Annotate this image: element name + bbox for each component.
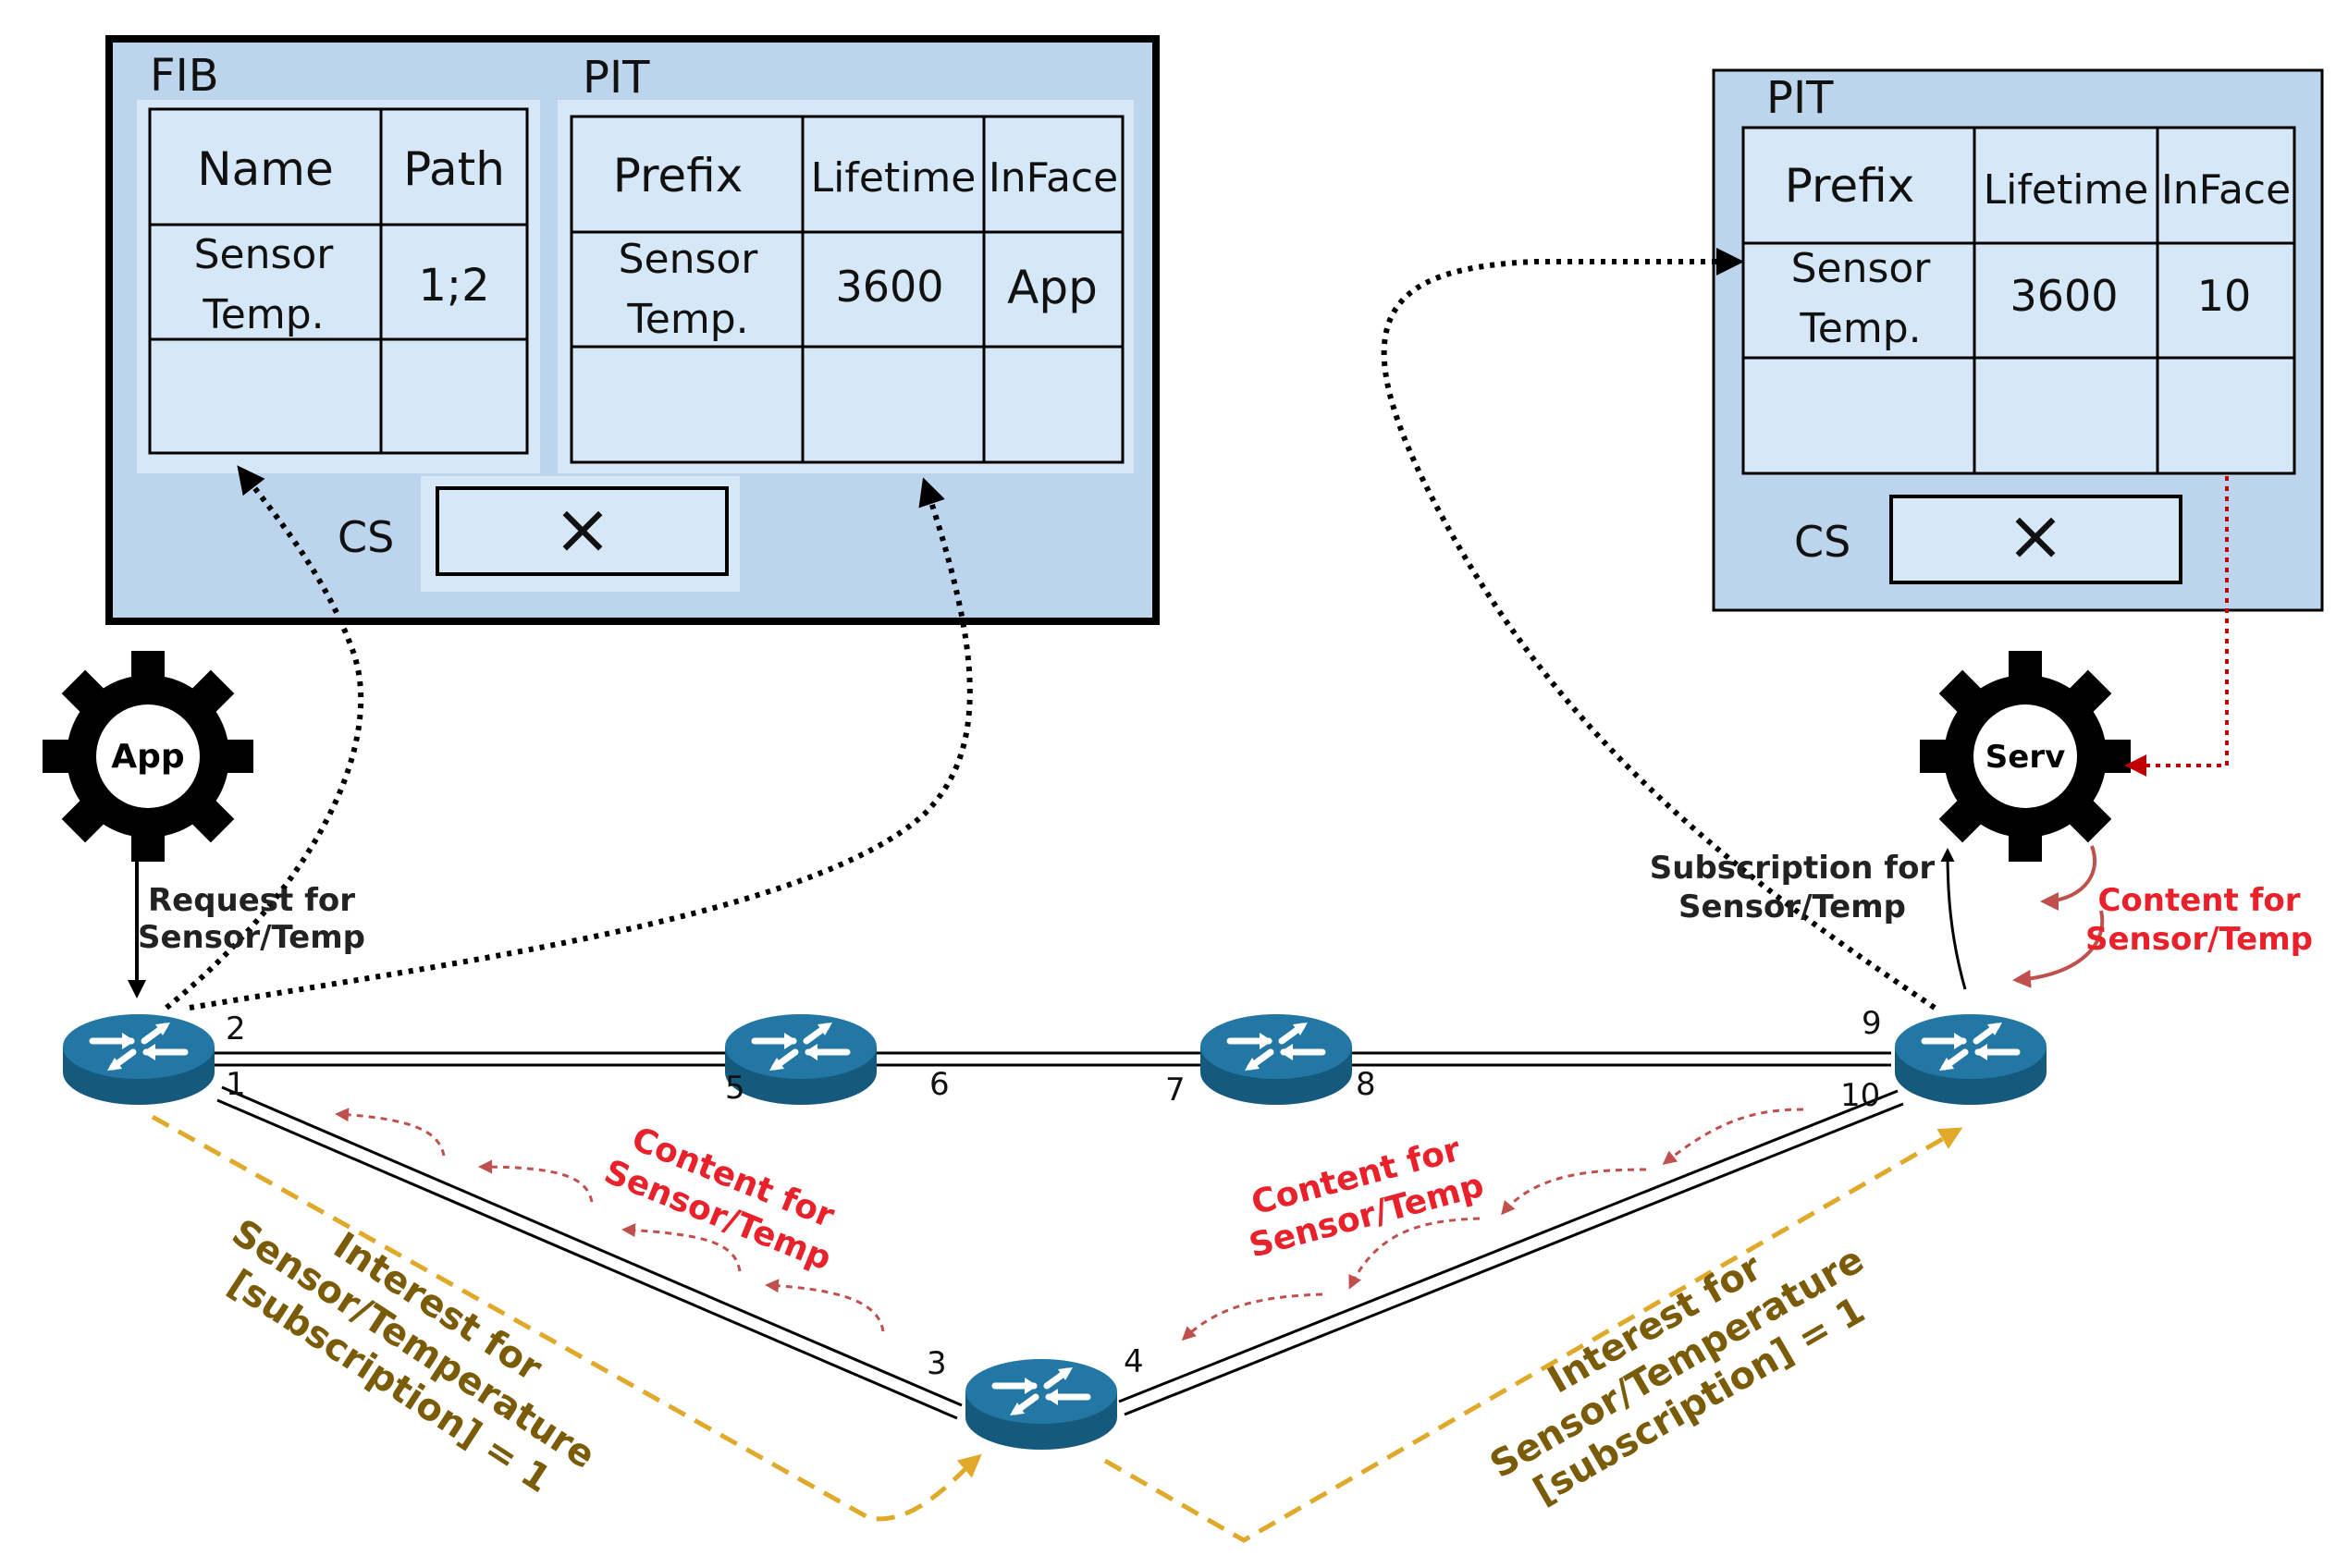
right-pit-cell-prefix-1: Sensor	[1791, 245, 1932, 292]
router-right	[1895, 1014, 2047, 1105]
content-right-arrows	[1181, 1108, 1804, 1341]
content-serv-arrows	[2012, 845, 2105, 988]
fib-cell-path: 1;2	[418, 260, 489, 312]
left-pit-title: PIT	[583, 52, 650, 104]
pit-to-serv-arrow	[2124, 476, 2229, 777]
serv-gear-icon: Serv	[1920, 651, 2131, 862]
fib-header-path: Path	[403, 142, 505, 196]
left-cs: CS ×	[338, 476, 740, 592]
right-pit-cell-inface: 10	[2197, 271, 2252, 321]
left-pit-cell-prefix-2: Temp.	[626, 296, 748, 343]
router-bottom	[965, 1359, 1117, 1450]
left-pit-header-prefix: Prefix	[613, 149, 744, 202]
fib-header-name: Name	[197, 142, 334, 196]
port-1: 1	[226, 1066, 246, 1103]
content-left-arrows	[335, 1108, 885, 1332]
port-8: 8	[1356, 1066, 1376, 1103]
fib-cell-name-2: Temp.	[202, 291, 324, 338]
link-right-diagonal	[1118, 1089, 1904, 1416]
port-6: 6	[929, 1066, 950, 1103]
right-pit-header-prefix: Prefix	[1785, 159, 1915, 213]
port-5: 5	[725, 1070, 745, 1107]
app-gear-icon: App	[43, 651, 253, 862]
port-4: 4	[1124, 1343, 1144, 1380]
port-7: 7	[1165, 1072, 1186, 1109]
right-cs-title: CS	[1794, 517, 1850, 567]
interest-right-label-2: Sensor/Temperature	[1483, 1238, 1871, 1487]
interest-path-right	[1103, 1127, 1963, 1543]
right-cs-mark: ×	[2006, 494, 2065, 576]
request-label-2: Sensor/Temp	[138, 919, 365, 956]
port-3: 3	[927, 1345, 947, 1382]
fib-title: FIB	[150, 50, 219, 102]
right-cs: CS ×	[1794, 494, 2182, 584]
left-pit-cell-inface: App	[1007, 261, 1098, 314]
router-5-6	[725, 1014, 877, 1105]
left-pit-cell-prefix-1: Sensor	[619, 236, 759, 283]
request-label-1: Request for	[148, 882, 355, 919]
left-cs-title: CS	[338, 512, 394, 562]
port-10: 10	[1840, 1077, 1880, 1114]
content-serv-label-2: Sensor/Temp	[2085, 921, 2313, 958]
interest-left-label-2: Sensor/Temperature	[225, 1211, 603, 1477]
right-pit-table: Prefix Lifetime InFace Sensor Temp. 3600…	[1741, 126, 2296, 475]
subscription-label-2: Sensor/Temp	[1678, 888, 1906, 925]
left-pit-cell-lifetime: 3600	[835, 262, 943, 312]
link-left-diagonal	[216, 1085, 963, 1420]
right-pit-cell-lifetime: 3600	[2010, 271, 2118, 321]
right-pit-header-inface: InFace	[2161, 166, 2291, 214]
subscription-arrow	[1940, 848, 1967, 990]
router-7-8	[1200, 1014, 1352, 1105]
serv-gear-label: Serv	[1985, 739, 2065, 776]
right-pit-header-lifetime: Lifetime	[1984, 166, 2149, 214]
router-left	[63, 1014, 215, 1105]
fib-cell-name-1: Sensor	[194, 231, 335, 278]
right-pit-title: PIT	[1766, 72, 1834, 124]
link-top	[213, 1051, 1891, 1067]
left-pit-table: Prefix Lifetime InFace Sensor Temp. 3600…	[558, 100, 1134, 473]
content-serv-label-1: Content for	[2097, 882, 2300, 919]
left-cs-mark: ×	[553, 487, 612, 570]
fib-table: Name Path Sensor Temp. 1;2	[137, 100, 540, 473]
port-9: 9	[1862, 1005, 1882, 1042]
app-gear-label: App	[111, 738, 184, 776]
right-pit-cell-prefix-2: Temp.	[1799, 305, 1921, 352]
subscription-label-1: Subscription for	[1650, 850, 1936, 887]
port-2: 2	[226, 1011, 246, 1047]
left-pit-header-lifetime: Lifetime	[811, 154, 977, 202]
left-pit-header-inface: InFace	[989, 154, 1118, 202]
